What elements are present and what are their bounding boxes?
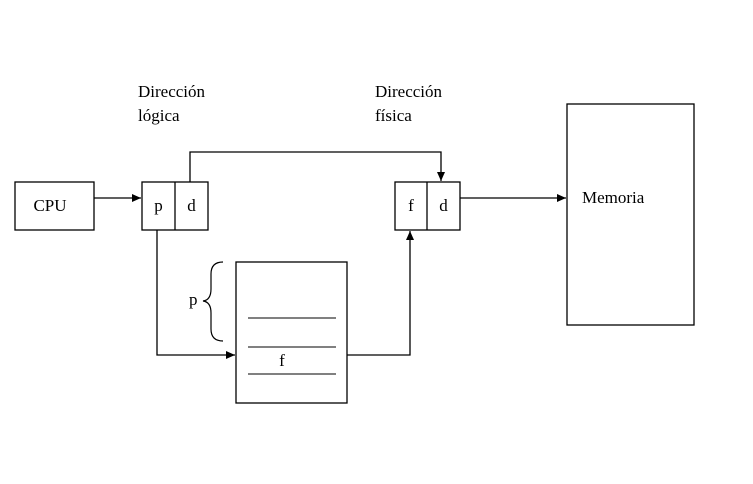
cpu-box bbox=[14, 181, 95, 231]
table-entry-f: f bbox=[279, 351, 285, 370]
logical-page-p: p bbox=[154, 196, 163, 215]
memory-box bbox=[566, 103, 695, 326]
arrow-table-to-frame bbox=[347, 231, 414, 356]
arrow-offset-to-physical bbox=[189, 151, 445, 182]
logical-address-label-line2: lógica bbox=[138, 106, 180, 125]
physical-offset-d: d bbox=[439, 196, 448, 215]
table-index-p: p bbox=[189, 290, 198, 309]
physical-address-label-line2: física bbox=[375, 106, 412, 125]
arrow-page-to-table bbox=[156, 230, 235, 359]
cpu-label: CPU bbox=[33, 196, 67, 215]
memory-label: Memoria bbox=[582, 188, 645, 207]
physical-address-label-line1: Dirección bbox=[375, 82, 443, 101]
physical-frame-f: f bbox=[408, 196, 414, 215]
page-index-brace bbox=[202, 261, 224, 342]
logical-address-label-line1: Dirección bbox=[138, 82, 206, 101]
logical-offset-d: d bbox=[187, 196, 196, 215]
page-table bbox=[235, 261, 348, 404]
